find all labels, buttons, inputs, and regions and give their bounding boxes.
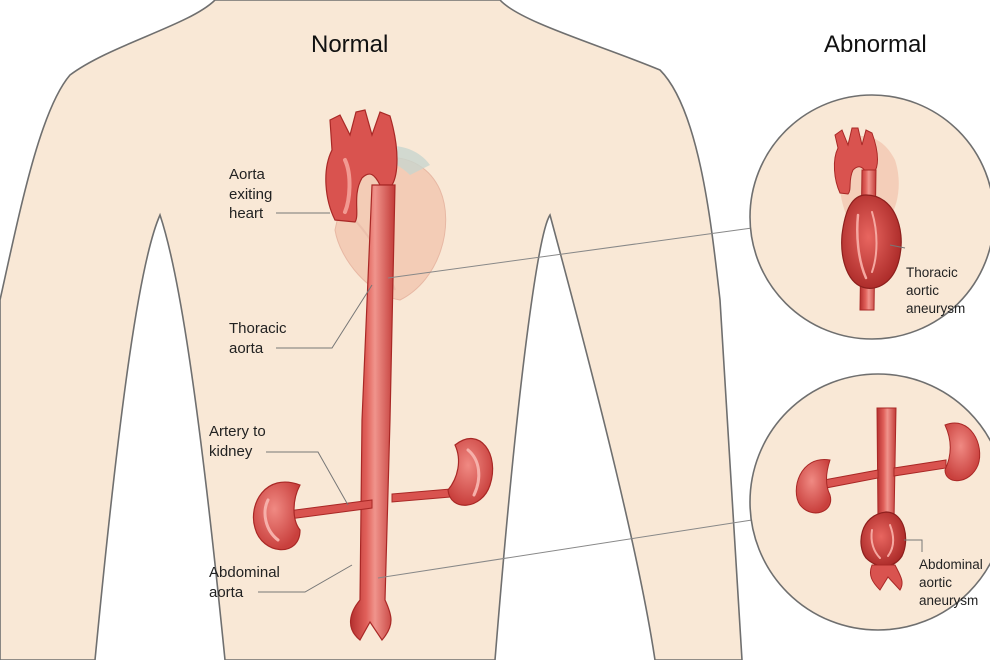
left-kidney (253, 481, 301, 551)
label-aorta-exiting-heart: Aorta exiting heart (229, 166, 273, 222)
label-thoracic-aortic-aneurysm: Thoracic aortic aneurysm (906, 265, 966, 316)
normal-heading: Normal (311, 31, 389, 58)
thoracic-aneurysm-inset (749, 94, 990, 340)
right-kidney (447, 438, 494, 506)
aortic-arch (325, 109, 398, 223)
label-abdominal-aortic-aneurysm: Abdominal aortic aneurysm (919, 557, 983, 608)
label-thoracic-aorta: Thoracic aorta (229, 320, 287, 357)
descending-aorta (350, 184, 396, 641)
connector-lines (377, 227, 753, 579)
label-artery-to-kidney: Artery to kidney (209, 423, 266, 460)
abdominal-aneurysm-inset (749, 373, 990, 631)
abnormal-heading: Abnormal (824, 31, 927, 58)
leader-lines (258, 212, 373, 593)
label-abdominal-aorta: Abdominal aorta (209, 564, 280, 601)
